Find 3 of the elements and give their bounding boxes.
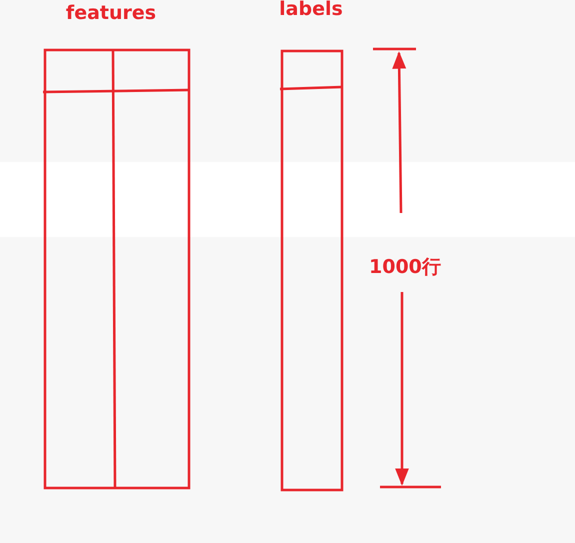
dimension-label: 1000行	[369, 255, 441, 279]
column-heading: labels	[279, 0, 343, 21]
column-heading: features	[66, 1, 156, 25]
